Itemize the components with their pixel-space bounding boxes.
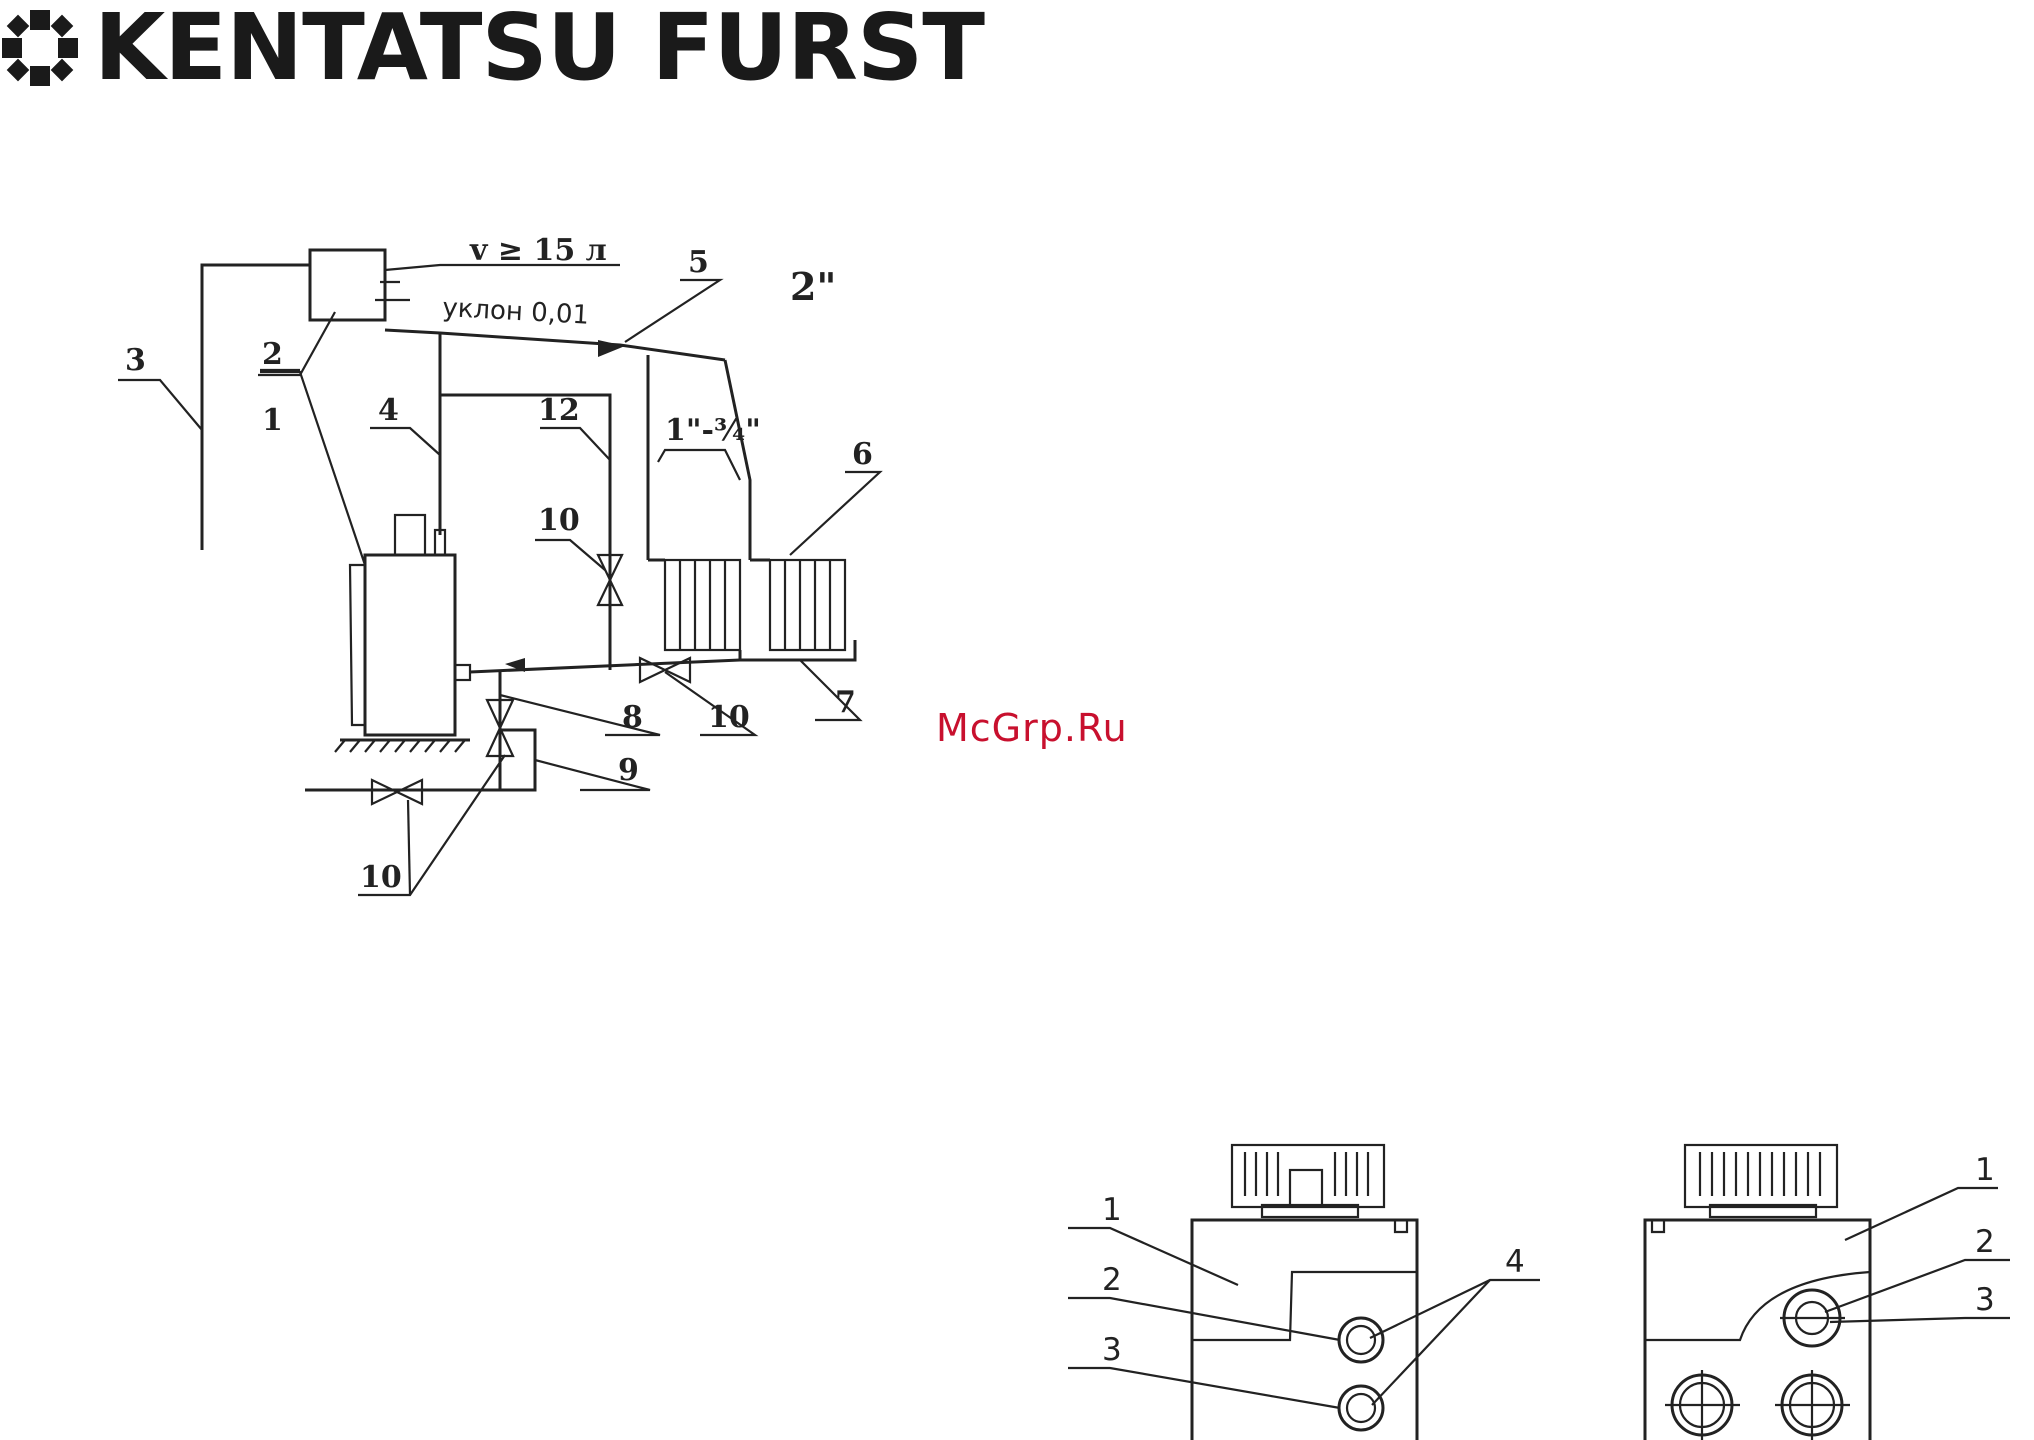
front-label-inlet: 3 (1102, 1332, 1122, 1368)
boiler-back-view: 1 2 3 (1645, 1145, 2010, 1440)
label-filter: 8 (622, 700, 643, 735)
back-label-outlet: 2 (1975, 1224, 1995, 1260)
front-label-outlet: 2 (1102, 1262, 1122, 1298)
pipe-branch-label: 1"-¾" (665, 413, 761, 448)
slope-label: уклон 0,01 (442, 293, 590, 331)
boiler (335, 515, 470, 752)
expansion-tank (310, 250, 385, 320)
label-valve: 10 (708, 700, 750, 735)
flow-arrow-supply (598, 340, 625, 357)
bypass-pipe (440, 395, 610, 670)
radiator-right (770, 560, 845, 650)
front-label-fittings: 4 (1505, 1244, 1525, 1280)
back-label-inlet: 3 (1975, 1282, 1995, 1318)
label-chimney: 3 (125, 343, 146, 378)
label-drain: 9 (618, 753, 639, 788)
label-tank: 2 (262, 337, 283, 372)
pipe-main-label: 2" (790, 264, 836, 309)
volume-label: v ≥ 15 л (469, 233, 607, 268)
valve-icon (372, 780, 397, 804)
label-valve: 10 (538, 503, 580, 538)
label-collector: 5 (688, 245, 709, 280)
valve-icon (640, 658, 665, 682)
drain-pipe (305, 672, 500, 790)
radiator-left (665, 560, 740, 650)
label-radiator: 6 (852, 437, 873, 472)
label-boiler: 1 (262, 403, 283, 438)
heating-system-scheme: 3 2 1 4 12 10 5 6 7 8 10 9 10 v ≥ 15 л у… (118, 233, 880, 895)
label-riser: 4 (378, 393, 399, 428)
front-label-body: 1 (1102, 1192, 1122, 1228)
valve-icon (397, 780, 422, 804)
back-label-body: 1 (1975, 1152, 1995, 1188)
supply-main (385, 330, 725, 360)
branch-pipe (725, 360, 750, 560)
label-valve: 10 (360, 860, 402, 895)
label-bypass: 12 (538, 393, 580, 428)
label-return: 7 (835, 685, 856, 720)
boiler-front-view: 1 2 3 4 (1068, 1145, 1540, 1440)
chimney-pipe (202, 265, 310, 550)
